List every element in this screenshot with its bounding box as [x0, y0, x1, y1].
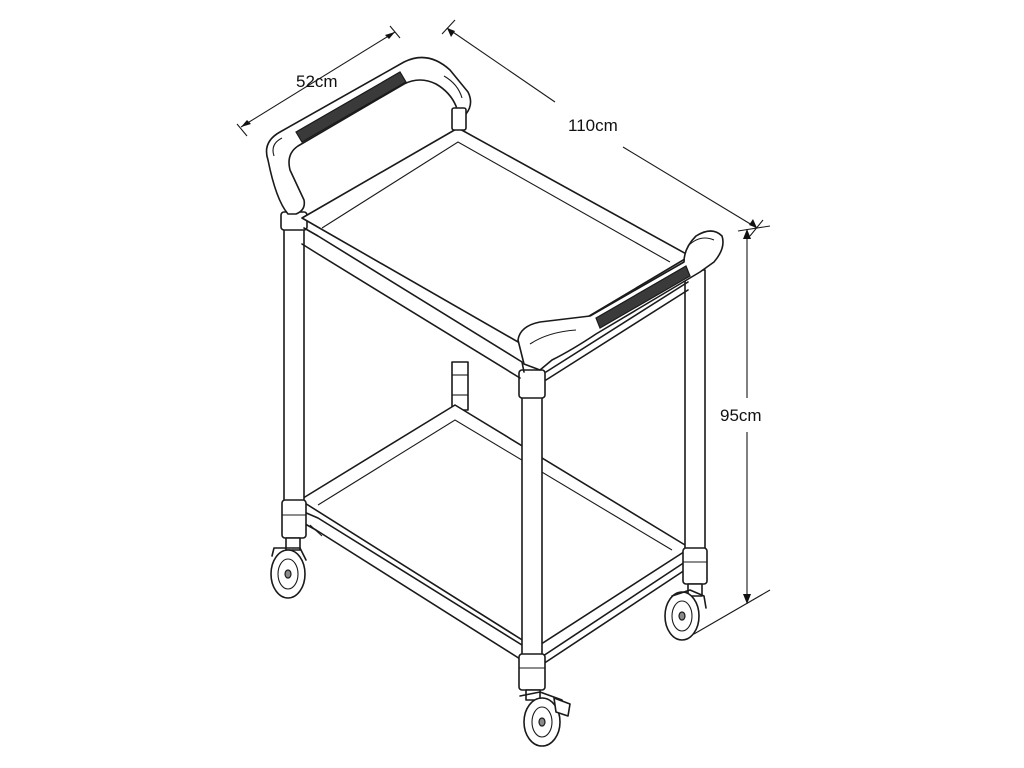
- caster-left: [270, 537, 307, 599]
- right-post: [682, 269, 708, 585]
- back-right-post: [451, 361, 469, 411]
- upper-shelf: [301, 127, 691, 381]
- lower-shelf: [297, 404, 691, 667]
- front-post: [518, 369, 546, 691]
- height-label: 95cm: [720, 406, 762, 425]
- front-handle: [517, 230, 724, 371]
- caster-right: [664, 583, 707, 641]
- width-label: 52cm: [296, 72, 338, 91]
- dimension-lines: [236, 19, 771, 635]
- caster-front: [519, 689, 571, 747]
- left-post: [280, 211, 308, 539]
- back-handle: [265, 56, 472, 215]
- length-label: 110cm: [568, 116, 618, 135]
